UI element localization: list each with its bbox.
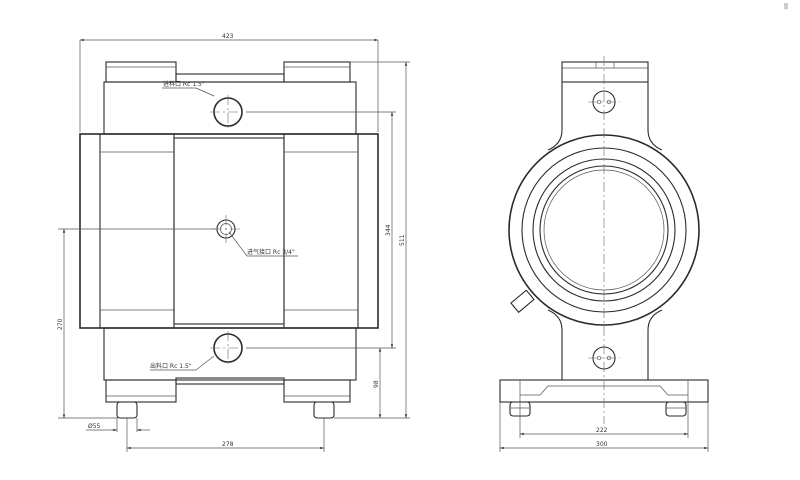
side-view (499, 56, 709, 424)
corner-mark: || (784, 3, 788, 10)
inlet-label: 进料口 Rc 1.5" (163, 80, 205, 88)
front-view-labels: 进料口 Rc 1.5" 进气接口 Rc 3/4" 出料口 Rc 1.5" (150, 80, 298, 371)
side-top-flange (561, 61, 649, 83)
dim-bottom-right: 98 (373, 380, 380, 388)
bottom-manifold (103, 327, 357, 381)
dim-base-width: 300 (596, 441, 608, 448)
front-view-dimensions: 423 344 511 98 270 Ø55 278 (57, 33, 410, 452)
front-view (79, 61, 379, 419)
air-inlet-label: 进气接口 Rc 3/4" (247, 248, 295, 256)
dim-left-height: 270 (57, 318, 64, 330)
side-valve (510, 289, 535, 314)
outlet-label: 出料口 Rc 1.5" (150, 362, 192, 370)
top-left-flange (105, 61, 177, 83)
center-block (173, 137, 285, 325)
left-foot (116, 401, 138, 419)
side-view-dimensions: 222 300 (499, 402, 709, 452)
dim-height-inner: 344 (385, 224, 392, 236)
dim-foot-dia: Ø55 (88, 423, 101, 430)
right-chamber (283, 133, 359, 329)
pump-body (79, 133, 379, 329)
left-chamber (99, 133, 175, 329)
dim-foot-spacing: 278 (222, 441, 234, 448)
bottom-left-flange (105, 379, 177, 403)
dim-width-top: 423 (222, 33, 234, 40)
top-right-flange (283, 61, 351, 83)
side-right-foot (665, 401, 687, 417)
right-foot (313, 401, 335, 419)
dim-base-inner: 222 (596, 427, 608, 434)
dim-height-total: 511 (399, 234, 406, 246)
bottom-right-flange (283, 379, 351, 403)
